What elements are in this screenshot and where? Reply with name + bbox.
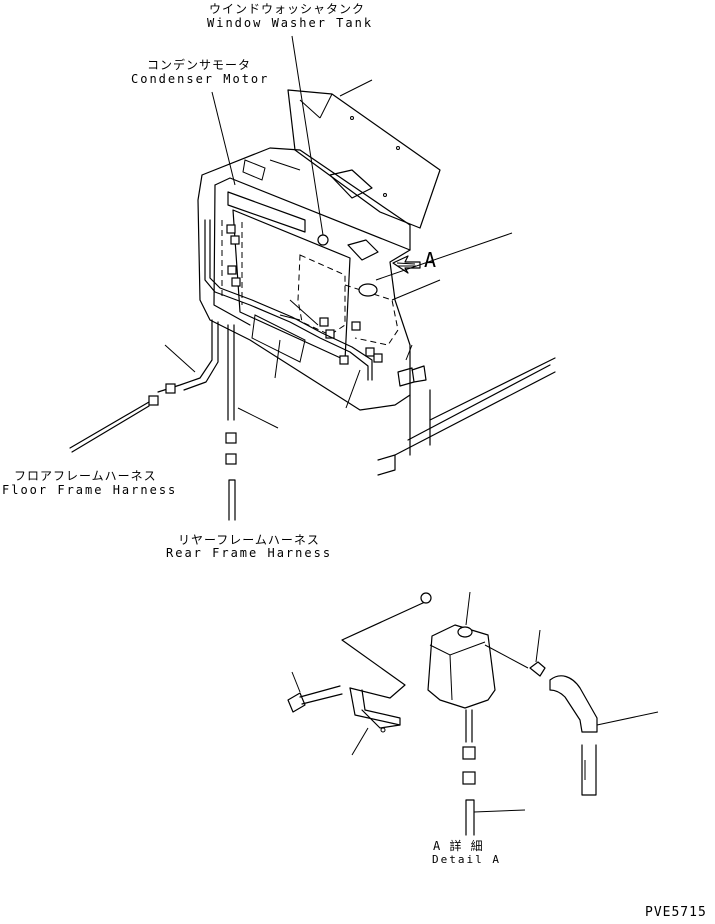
frame-harness-bundle bbox=[204, 219, 369, 381]
floor-frame-harness-label-en: Floor Frame Harness bbox=[2, 483, 178, 497]
washer-hose bbox=[549, 675, 598, 733]
detail-a-label-jp: A 詳 細 bbox=[433, 839, 484, 853]
tank-cap bbox=[529, 661, 546, 677]
tank-hose-connector-2 bbox=[462, 771, 476, 785]
leader-frame-right bbox=[375, 232, 513, 281]
window-washer-tank-label-en: Window Washer Tank bbox=[207, 16, 374, 30]
floor-frame-harness-path bbox=[157, 319, 213, 393]
floor-harness-connector-2 bbox=[148, 395, 159, 406]
leader-window-washer-tank bbox=[291, 35, 324, 236]
washer-tank bbox=[427, 624, 496, 709]
frame-housing bbox=[197, 147, 411, 411]
condenser-motor-label-jp: コンデンサモータ bbox=[147, 58, 252, 72]
detail-a-label-en: Detail A bbox=[432, 853, 501, 866]
condenser-motor-label-en: Condenser Motor bbox=[131, 72, 270, 86]
leader-frame-right-lower bbox=[391, 279, 441, 301]
drawing-code: PVE5715 bbox=[645, 905, 707, 920]
rear-harness-connector-2 bbox=[225, 453, 237, 465]
rear-harness-connector-1 bbox=[225, 432, 237, 444]
window-washer-tank-label-jp: ウインドウォッシャタンク bbox=[209, 2, 366, 16]
floor-rail bbox=[377, 357, 556, 476]
bracket-mount-bolt bbox=[287, 685, 343, 713]
main-assembly bbox=[69, 35, 556, 521]
leader-condenser-motor bbox=[211, 91, 236, 186]
rear-frame-harness-path bbox=[227, 324, 235, 421]
housing-mount-bolt bbox=[397, 365, 427, 387]
view-a-marker: A bbox=[424, 248, 438, 272]
rear-frame-harness-label-jp: リヤーフレームハーネス bbox=[178, 533, 320, 547]
rear-frame-harness-label-en: Rear Frame Harness bbox=[166, 546, 333, 560]
tank-hose-connector-1 bbox=[462, 746, 476, 760]
floor-frame-harness-label-jp: フロアフレームハーネス bbox=[14, 469, 157, 483]
washer-tank-hidden-outline bbox=[297, 254, 346, 336]
leader-frame-top bbox=[339, 79, 373, 97]
floor-harness-connector-1 bbox=[165, 383, 176, 394]
tank-mount-bracket bbox=[341, 601, 426, 699]
view-a-arrow bbox=[392, 255, 421, 274]
detail-a-assembly bbox=[287, 591, 659, 836]
